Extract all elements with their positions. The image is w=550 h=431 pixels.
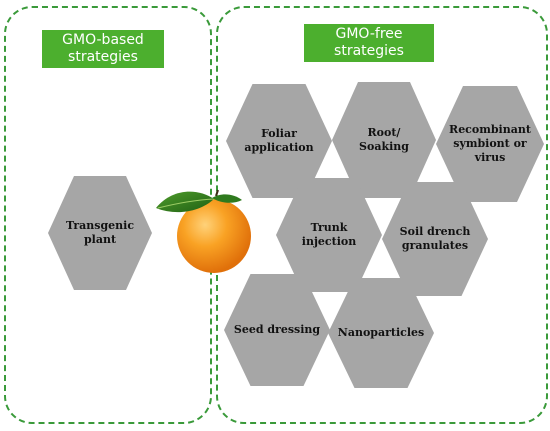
hexagon-label: Soil drench granulates <box>399 225 471 252</box>
leaf-icon <box>156 191 215 213</box>
gmo-based-title: GMO-based strategies <box>42 30 164 68</box>
hexagon-label: Trunk injection <box>301 221 357 248</box>
gmo-free-title: GMO-free strategies <box>304 24 434 62</box>
hexagon-label: Transgenic plant <box>65 219 135 246</box>
hexagon-label: Seed dressing <box>233 323 321 336</box>
hexagon-label: Nanoparticles <box>337 326 425 339</box>
orange-fruit-icon <box>156 189 251 273</box>
hexagon-label: Root/ Soaking <box>359 126 409 153</box>
hexagon-label: Foliar application <box>244 127 314 154</box>
hexagon-label: Recombinant symbiont or virus <box>449 123 531 164</box>
